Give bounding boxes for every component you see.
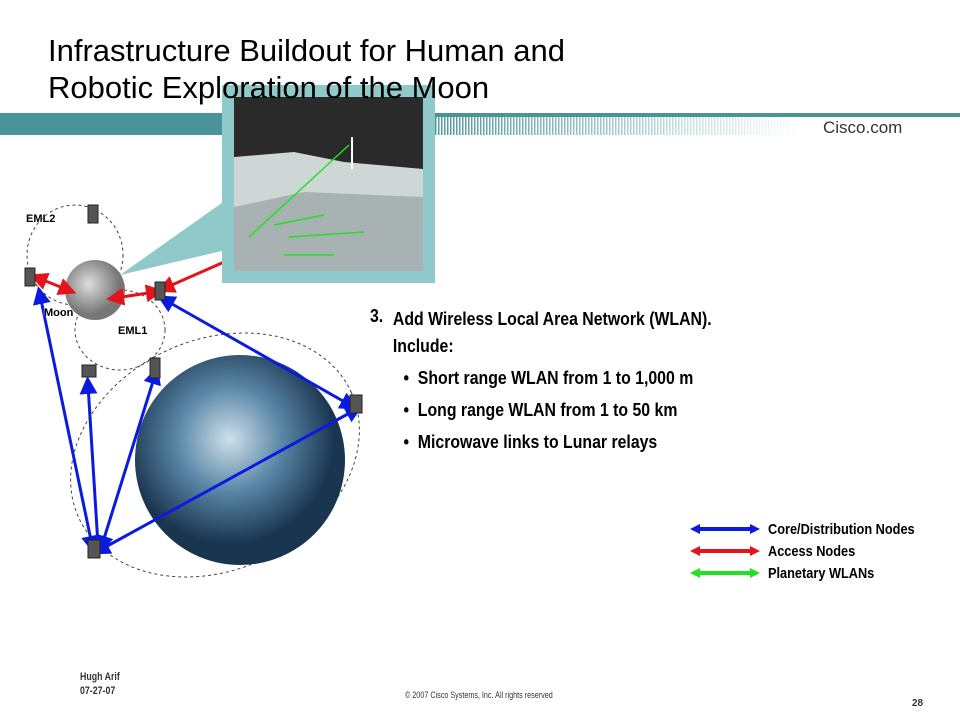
satellite-icon <box>24 267 36 287</box>
satellite-icon <box>154 281 166 301</box>
title-line-2: Robotic Exploration of the Moon <box>48 70 490 105</box>
core-link <box>92 405 363 555</box>
access-link <box>106 284 164 306</box>
earth-image <box>135 355 345 565</box>
core-link <box>157 295 358 410</box>
bullet-list: Short range WLAN from 1 to 1,000 m Long … <box>403 368 711 453</box>
legend-item-core: Core/Distribution Nodes <box>690 518 941 540</box>
copyright: © 2007 Cisco Systems, Inc. All rights re… <box>405 690 553 700</box>
legend: Core/Distribution Nodes Access Nodes Pla… <box>690 518 941 584</box>
footer-author: Hugh Arif 07-27-07 <box>80 670 120 698</box>
double-arrow-green-icon <box>690 568 760 578</box>
step-content: 3. Add Wireless Local Area Network (WLAN… <box>370 306 712 464</box>
step-text-include: Include: <box>392 336 454 356</box>
author-name: Hugh Arif <box>80 671 120 683</box>
step-text: Add Wireless Local Area Network (WLAN). <box>392 309 712 329</box>
bullet-item: Microwave links to Lunar relays <box>403 432 711 453</box>
moon-image <box>65 260 125 320</box>
brand-label: Cisco.com <box>823 118 903 137</box>
callout-pointer <box>120 200 226 275</box>
satellite-icon <box>81 364 97 378</box>
eml1-label: EML1 <box>118 325 148 337</box>
core-link <box>33 286 99 554</box>
step-number: 3. <box>370 306 384 326</box>
satellite-icon <box>87 539 101 559</box>
eml2-label: EML2 <box>26 213 56 225</box>
double-arrow-red-icon <box>690 546 760 556</box>
eml2-orbit <box>26 204 124 306</box>
bullet-item: Long range WLAN from 1 to 50 km <box>403 400 711 421</box>
satellite-icon <box>349 394 363 414</box>
author-date: 07-27-07 <box>80 685 116 697</box>
header-bar <box>0 113 960 135</box>
satellite-icon <box>87 204 99 224</box>
core-link <box>79 376 107 554</box>
lunar-surface-photo <box>234 97 423 271</box>
title-line-1: Infrastructure Buildout for Human and <box>48 33 565 68</box>
double-arrow-blue-icon <box>690 524 760 534</box>
legend-item-access: Access Nodes <box>690 540 941 562</box>
satellite-icon <box>149 357 161 379</box>
bullet-item: Short range WLAN from 1 to 1,000 m <box>403 368 711 389</box>
legend-item-wlan: Planetary WLANs <box>690 562 941 584</box>
lunar-surface-inset <box>222 85 435 283</box>
page-number: 28 <box>912 698 924 709</box>
moon-label: Moon <box>44 307 74 319</box>
slide-title: Infrastructure Buildout for Human and Ro… <box>48 32 565 106</box>
access-link <box>29 272 77 296</box>
